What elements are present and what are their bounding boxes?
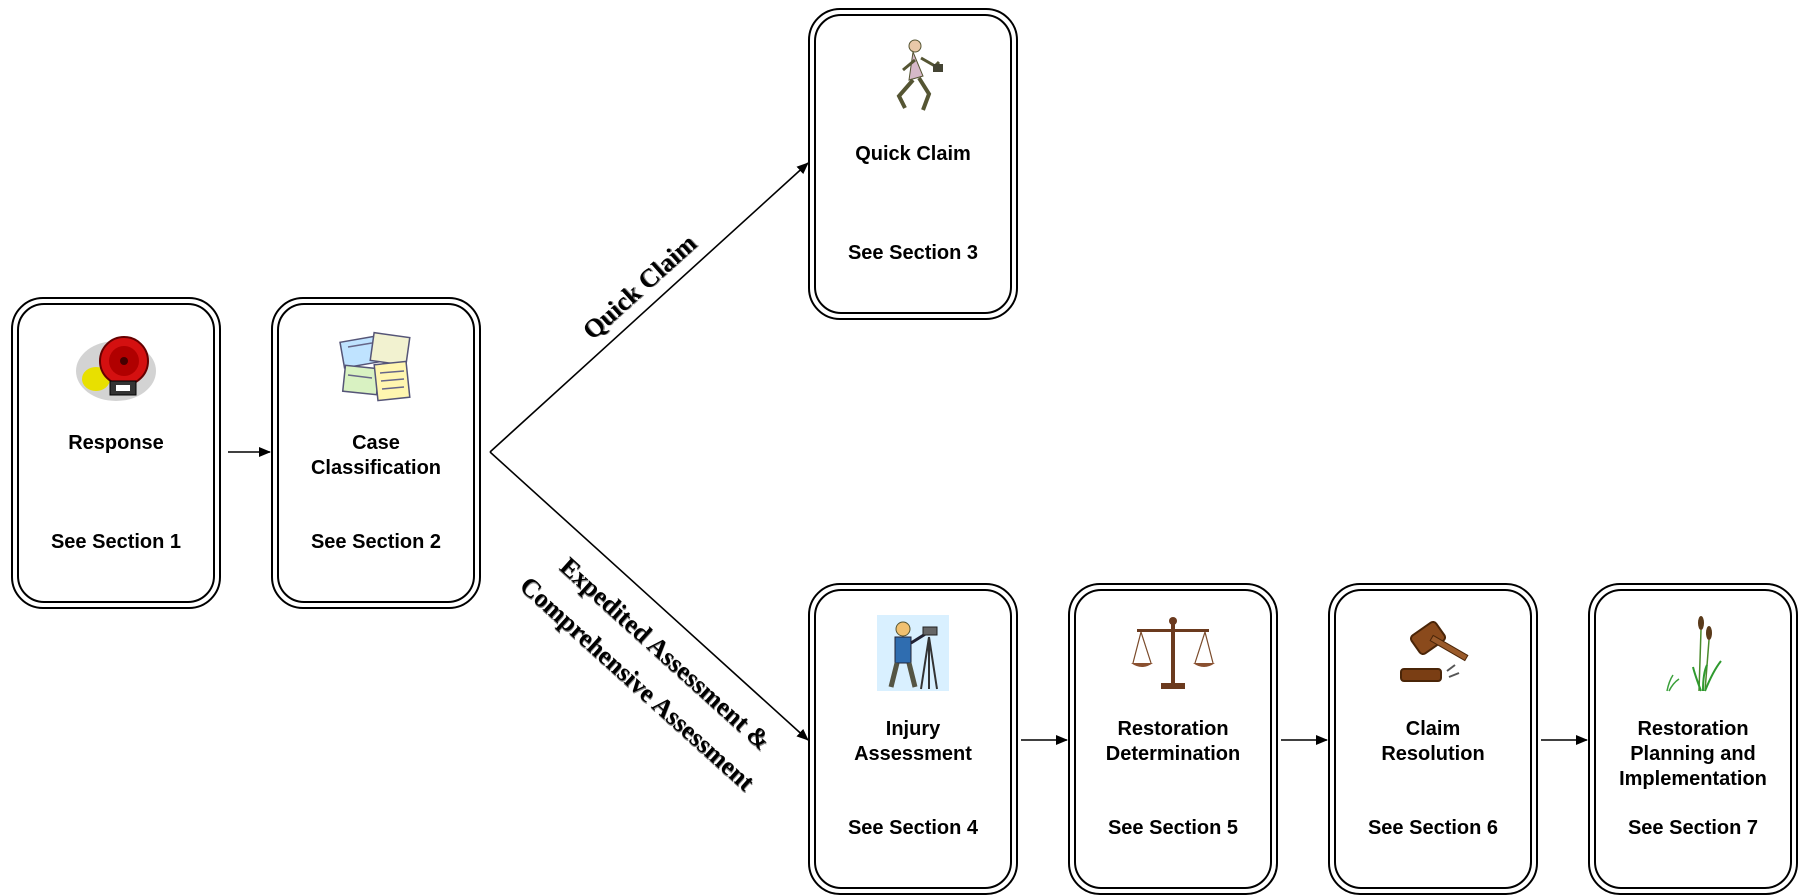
node-title: Response xyxy=(68,432,164,454)
surveyor-icon xyxy=(863,611,963,695)
node-title: Case Classification xyxy=(310,432,442,479)
edge-case-classification-to-quick-claim xyxy=(489,162,809,453)
node-claim-resolution: Claim Resolution See Section 6 xyxy=(1328,583,1538,895)
node-quick-claim: Quick Claim See Section 3 xyxy=(808,8,1018,320)
node-restoration-determination: Restoration Determination See Section 5 xyxy=(1068,583,1278,895)
node-section-ref: See Section 7 xyxy=(1627,817,1759,839)
alarm-bell-icon xyxy=(66,325,166,409)
node-title: Restoration Determination xyxy=(1105,718,1241,765)
cattail-plant-icon xyxy=(1643,611,1743,695)
node-section-ref: See Section 6 xyxy=(1367,817,1499,839)
node-injury-assessment: Injury Assessment See Section 4 xyxy=(808,583,1018,895)
node-title: Claim Resolution xyxy=(1381,718,1485,765)
node-case-classification: Case Classification See Section 2 xyxy=(271,297,481,609)
node-restoration-planning: Restoration Planning and Implementation … xyxy=(1588,583,1798,895)
node-section-ref: See Section 1 xyxy=(50,531,182,553)
node-title: Injury Assessment xyxy=(854,718,972,765)
node-section-ref: See Section 5 xyxy=(1107,817,1239,839)
node-section-ref: See Section 4 xyxy=(847,817,979,839)
node-response: Response See Section 1 xyxy=(11,297,221,609)
scales-icon xyxy=(1123,611,1223,695)
documents-icon xyxy=(326,325,426,409)
node-section-ref: See Section 2 xyxy=(310,531,442,553)
gavel-icon xyxy=(1383,611,1483,695)
node-section-ref: See Section 3 xyxy=(847,242,979,264)
edge-case-classification-to-injury-assessment xyxy=(489,451,809,741)
node-title: Restoration Planning and Implementation xyxy=(1619,718,1767,790)
running-man-icon xyxy=(863,36,963,120)
node-title: Quick Claim xyxy=(855,143,971,165)
